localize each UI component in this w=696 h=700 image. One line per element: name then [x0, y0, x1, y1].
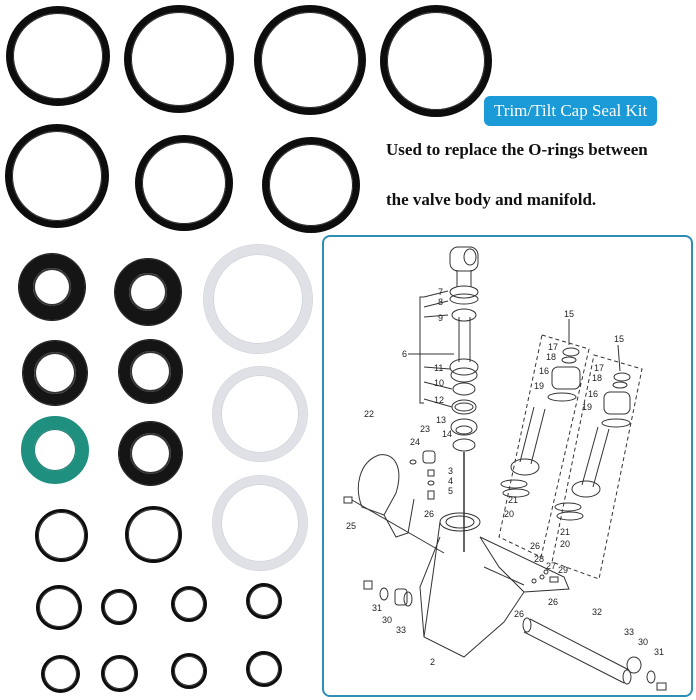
svg-text:19: 19 [534, 381, 544, 391]
o-ring-small-5 [41, 655, 80, 693]
svg-text:5: 5 [448, 486, 453, 496]
o-ring-small-7 [171, 653, 207, 689]
svg-text:7: 7 [438, 287, 443, 297]
o-ring-large-6 [135, 135, 233, 231]
oil-seal-2 [115, 259, 181, 325]
oil-seal-green [21, 416, 89, 484]
svg-text:25: 25 [346, 521, 356, 531]
o-ring-large-2 [124, 5, 234, 113]
svg-text:26: 26 [424, 509, 434, 519]
svg-text:29: 29 [558, 565, 568, 575]
o-ring-large-1 [6, 6, 110, 106]
svg-text:18: 18 [592, 373, 602, 383]
o-ring-medium-2 [125, 506, 182, 563]
svg-text:6: 6 [402, 349, 407, 359]
oil-seal-4 [119, 340, 182, 403]
o-ring-large-5 [5, 124, 109, 228]
svg-text:16: 16 [539, 366, 549, 376]
svg-text:32: 32 [592, 607, 602, 617]
o-ring-small-1 [36, 585, 82, 630]
svg-text:20: 20 [560, 539, 570, 549]
svg-text:4: 4 [448, 476, 453, 486]
svg-text:12: 12 [434, 395, 444, 405]
svg-text:27: 27 [546, 561, 556, 571]
svg-text:2: 2 [430, 657, 435, 667]
svg-text:19: 19 [582, 402, 592, 412]
svg-text:18: 18 [546, 352, 556, 362]
svg-text:26: 26 [548, 597, 558, 607]
svg-text:20: 20 [504, 509, 514, 519]
o-ring-large-7 [262, 137, 360, 233]
svg-text:9: 9 [438, 313, 443, 323]
o-ring-large-3 [254, 5, 366, 115]
svg-text:24: 24 [410, 437, 420, 447]
svg-text:3: 3 [448, 466, 453, 476]
o-ring-small-6 [101, 655, 138, 692]
o-ring-small-4 [246, 583, 282, 619]
o-ring-medium-1 [35, 509, 88, 562]
svg-text:8: 8 [438, 297, 443, 307]
o-ring-small-3 [171, 586, 207, 622]
svg-text:23: 23 [420, 424, 430, 434]
svg-text:16: 16 [588, 389, 598, 399]
svg-text:22: 22 [364, 409, 374, 419]
svg-text:17: 17 [594, 363, 604, 373]
oil-seal-1 [19, 254, 85, 320]
svg-text:14: 14 [442, 429, 452, 439]
svg-text:26: 26 [514, 609, 524, 619]
svg-text:33: 33 [396, 625, 406, 635]
svg-text:17: 17 [548, 342, 558, 352]
o-ring-small-2 [101, 589, 137, 625]
oil-seal-3 [23, 341, 87, 405]
svg-text:15: 15 [614, 334, 624, 344]
oil-seal-5 [119, 422, 182, 485]
svg-text:33: 33 [624, 627, 634, 637]
svg-text:31: 31 [654, 647, 664, 657]
o-ring-large-4 [380, 5, 492, 117]
description-line-2: the valve body and manifold. [386, 190, 597, 209]
svg-text:30: 30 [382, 615, 392, 625]
backup-ring-white-2 [213, 367, 307, 461]
svg-text:13: 13 [436, 415, 446, 425]
description-line-1: Used to replace the O-rings between [386, 140, 648, 159]
backup-ring-white-3 [213, 476, 307, 570]
svg-text:21: 21 [508, 495, 518, 505]
svg-text:30: 30 [638, 637, 648, 647]
svg-text:15: 15 [564, 309, 574, 319]
svg-text:28: 28 [534, 554, 544, 564]
svg-text:11: 11 [434, 363, 443, 373]
svg-text:10: 10 [434, 378, 444, 388]
o-ring-small-8 [246, 651, 282, 687]
svg-text:31: 31 [372, 603, 382, 613]
kit-title-badge: Trim/Tilt Cap Seal Kit [484, 96, 658, 126]
svg-text:26: 26 [530, 541, 540, 551]
svg-text:21: 21 [560, 527, 570, 537]
backup-ring-white-1 [204, 245, 312, 353]
